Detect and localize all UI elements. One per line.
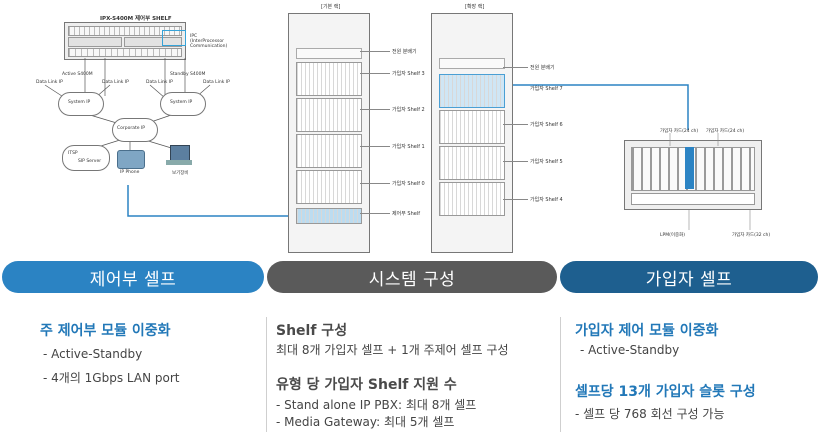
basic-label-shelf1: 가입자 Shelf 1 <box>392 144 425 150</box>
ip-phone-icon <box>117 150 145 169</box>
expansion-rack <box>431 13 513 253</box>
data-link-label-b: Data Link IP <box>102 80 129 85</box>
basic-rack-title: [기본 랙] <box>321 4 341 10</box>
basic-label-control: 제어부 Shelf <box>392 211 420 217</box>
sip-server-label: SIP Server <box>78 159 102 164</box>
section2-heading-2: 유형 당 가입자 Shelf 지원 수 <box>276 377 457 393</box>
connector-lines <box>127 84 689 217</box>
subscriber-leader-lines <box>669 133 751 230</box>
basic-power-distributor <box>296 48 362 59</box>
section2-heading-1: Shelf 구성 <box>276 323 348 339</box>
data-link-label-d: Data Link IP <box>203 80 230 85</box>
section1-heading: 주 제어부 모듈 이중화 <box>40 323 171 339</box>
cloud-system-ip-left <box>58 92 104 116</box>
subscriber-shelf-chassis <box>624 140 762 210</box>
card-label-24ch-1: 가입자 카드(24 ch) <box>660 129 699 134</box>
section1-line-1: - Active-Standby <box>43 347 143 361</box>
expansion-power-distributor <box>439 58 505 69</box>
section3-line-1: - Active-Standby <box>580 343 680 357</box>
section3-line-2: - 셀프 당 768 회선 구성 가능 <box>575 407 725 421</box>
expansion-shelf-7 <box>439 74 505 108</box>
cloud-corporate-ip <box>112 118 158 142</box>
section2-line-2: - Stand alone IP PBX: 최대 8개 셀프 <box>276 398 477 412</box>
expansion-label-shelf4: 가입자 Shelf 4 <box>530 197 563 203</box>
basic-control-shelf <box>296 208 362 224</box>
basic-shelf-2 <box>296 98 362 132</box>
section2-line-3: - Media Gateway: 최대 5개 셀프 <box>276 415 455 429</box>
banner-subscriber-shelf: 가입자 셀프 <box>560 261 818 293</box>
control-shelf-title: IPX-S400M 제어부 SHELF <box>100 16 172 22</box>
section3-heading-1: 가입자 제어 모듈 이중화 <box>575 323 719 339</box>
basic-shelf-0 <box>296 170 362 204</box>
system-ip-right-label: System IP <box>170 100 193 105</box>
divider-left <box>266 317 267 432</box>
cloud-itsp <box>62 145 110 171</box>
section3-heading-2: 셀프당 13개 가입자 슬롯 구성 <box>575 384 756 400</box>
data-link-label-a: Data Link IP <box>36 80 63 85</box>
basic-label-power: 전원 분배기 <box>392 49 417 55</box>
basic-rack <box>288 13 370 253</box>
basic-label-shelf3: 가입자 Shelf 3 <box>392 71 425 77</box>
expansion-shelf-6 <box>439 110 505 144</box>
card-label-32ch: 가입자 카드(32 ch) <box>732 233 771 238</box>
system-ip-left-label: System IP <box>68 100 91 105</box>
expansion-shelf-5 <box>439 146 505 180</box>
basic-label-shelf2: 가입자 Shelf 2 <box>392 107 425 113</box>
pc-icon <box>170 145 190 161</box>
expansion-label-shelf7: 가입자 Shelf 7 <box>530 86 563 92</box>
section2-line-1: 최대 8개 가입자 셀프 + 1개 주제어 셀프 구성 <box>276 343 509 357</box>
active-label: Active S400M <box>62 72 93 77</box>
pc-label: 보기장비 <box>172 171 189 176</box>
basic-shelf-3 <box>296 62 362 96</box>
expansion-shelf-4 <box>439 182 505 216</box>
divider-right <box>560 317 561 432</box>
data-link-label-c: Data Link IP <box>146 80 173 85</box>
corporate-ip-label: Corporate IP <box>117 126 145 131</box>
standby-label: Standby S400M <box>170 72 206 77</box>
card-label-24ch-2: 가입자 카드(24 ch) <box>706 129 745 134</box>
banner-control-shelf: 제어부 셀프 <box>2 261 264 293</box>
banner-system-config: 시스템 구성 <box>267 261 557 293</box>
section1-line-2: - 4개의 1Gbps LAN port <box>43 371 180 385</box>
expansion-label-shelf6: 가입자 Shelf 6 <box>530 122 563 128</box>
basic-shelf-1 <box>296 134 362 168</box>
itsp-label: ITSP <box>68 151 78 156</box>
expansion-rack-title: [확장 랙] <box>465 4 485 10</box>
cloud-system-ip-right <box>160 92 206 116</box>
ipc-label: IPC (InterProcessor Communication) <box>190 34 228 49</box>
expansion-label-shelf5: 가입자 Shelf 5 <box>530 159 563 165</box>
ip-phone-label: IP Phone <box>120 170 140 175</box>
ipc-highlight <box>162 30 186 46</box>
expansion-label-power: 전원 분배기 <box>530 65 555 71</box>
control-shelf-chassis <box>64 22 186 60</box>
pc-base <box>166 160 192 165</box>
lpm-label: LPM(이중화) <box>660 233 686 238</box>
basic-label-shelf0: 가입자 Shelf 0 <box>392 181 425 187</box>
